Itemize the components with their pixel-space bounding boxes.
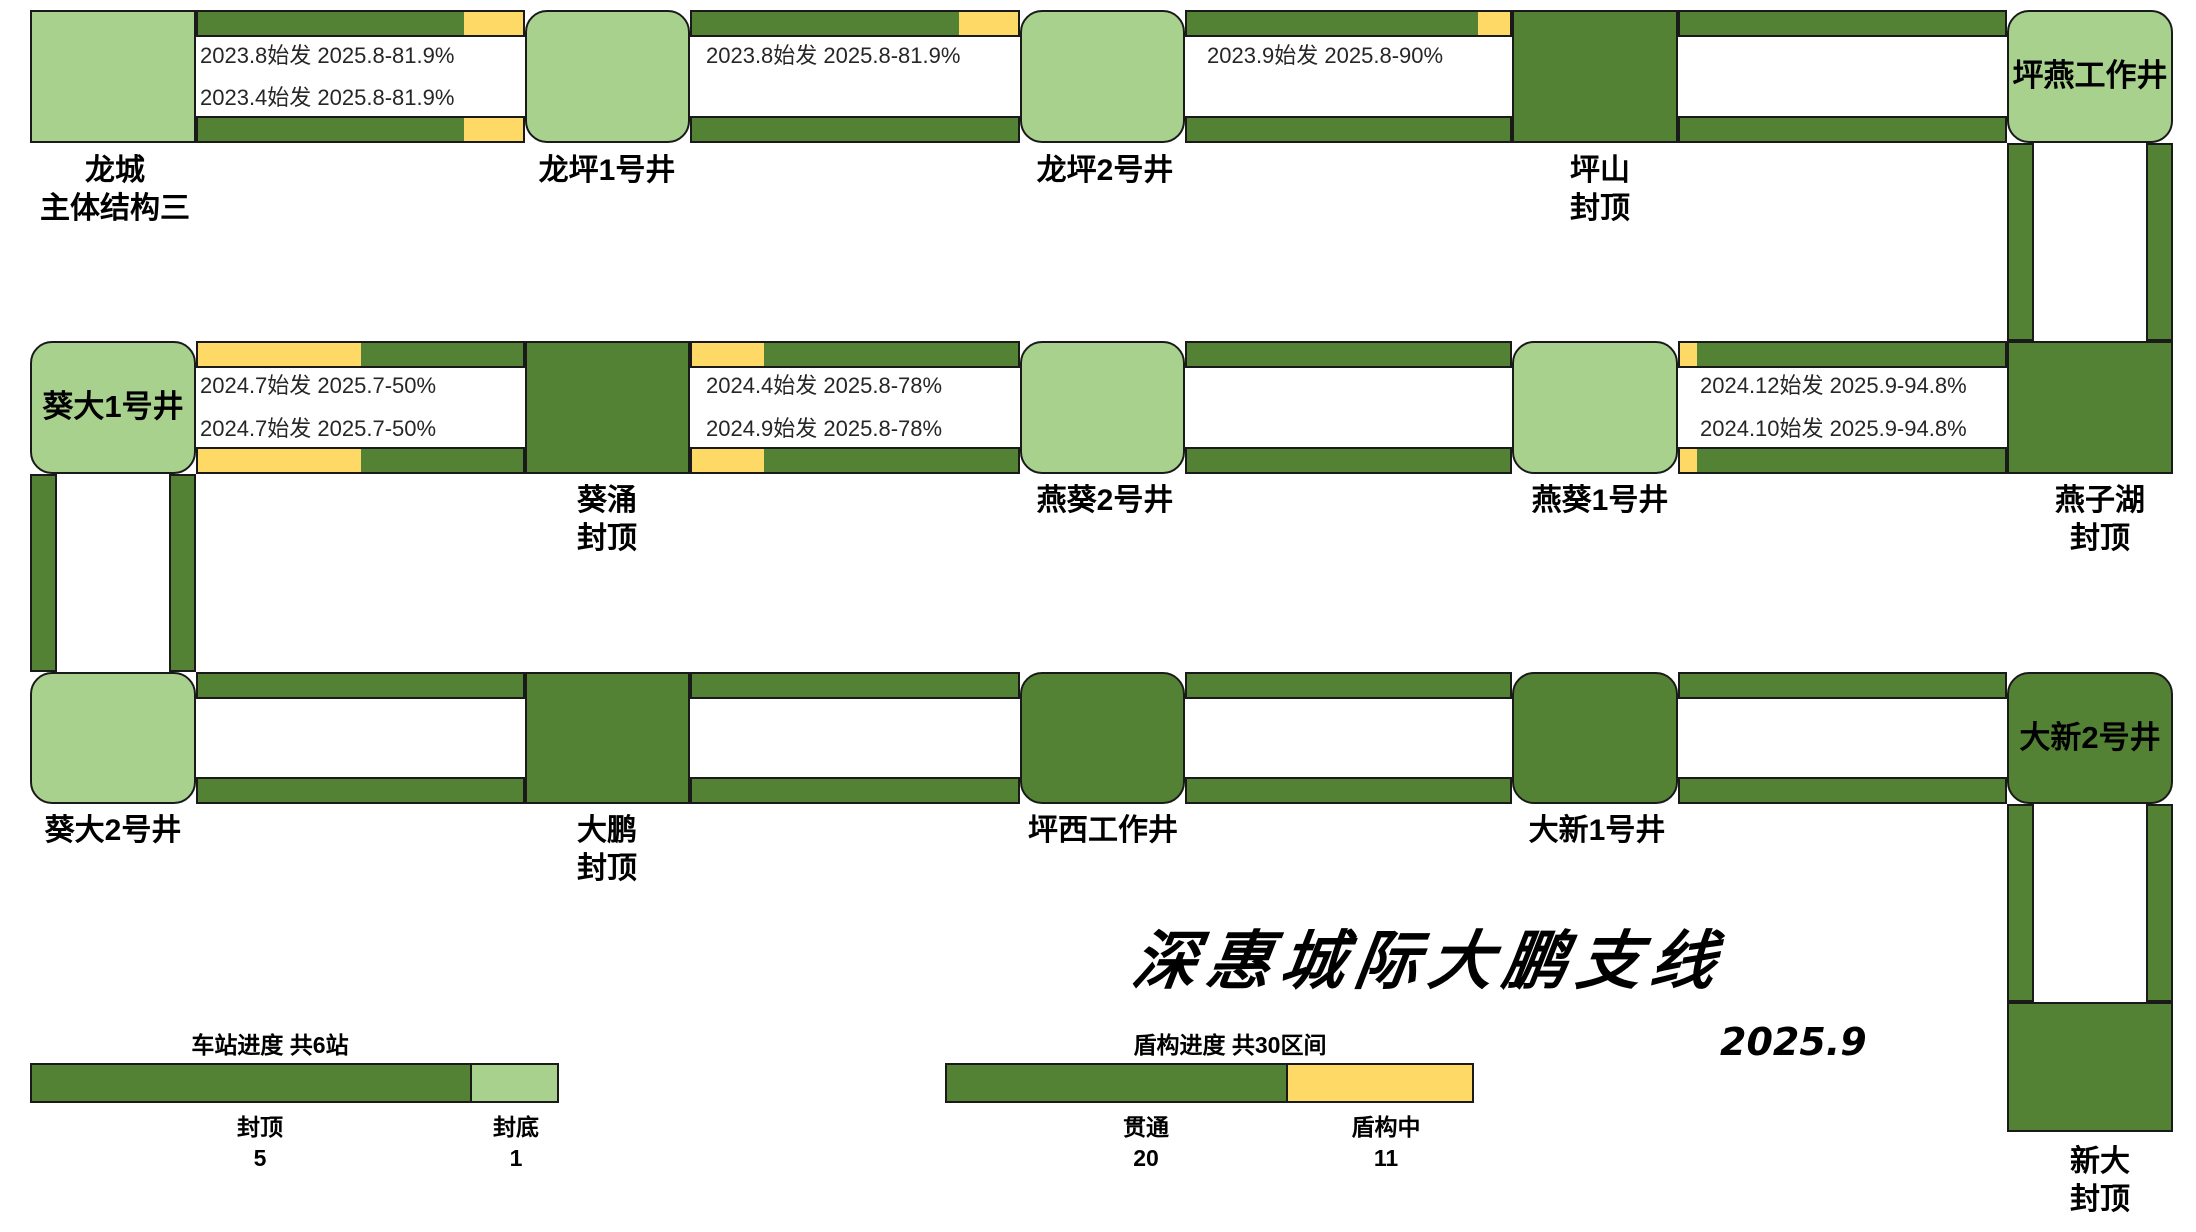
tunnel-s14-upper	[1678, 672, 2007, 699]
shaft-kuida1-label: 葵大1号井	[42, 389, 184, 425]
tunnel-s13-lower	[1185, 777, 1512, 804]
tunnel-s6-lower	[196, 447, 525, 474]
legend-shield-caption: 盾构进度 共30区间	[1133, 1032, 1327, 1058]
station-yanzihu	[2007, 341, 2173, 474]
tunnel-s8-lower	[1185, 447, 1512, 474]
label-kuida2: 葵大2号井	[44, 814, 182, 847]
note-s2-upper: 2023.8始发 2025.8-81.9%	[706, 43, 961, 68]
station-pingshan	[1512, 10, 1678, 143]
note-s7-lower: 2024.9始发 2025.8-78%	[706, 416, 943, 441]
legend-station-roof-segment	[32, 1065, 470, 1101]
tunnel-s6-upper	[196, 341, 525, 368]
station-dapeng	[525, 672, 690, 804]
tunnel-s8-upper	[1185, 341, 1512, 368]
shaft-daxin2: 大新2号井	[2007, 672, 2173, 804]
shaft-yankui2	[1020, 341, 1185, 474]
tunnel-s12-upper	[690, 672, 1020, 699]
tunnel-s3-lower	[1185, 116, 1512, 143]
tunnel-s4-upper	[1678, 10, 2007, 37]
tunnel-s3-upper	[1185, 10, 1512, 37]
diagram-title: 深惠城际大鹏支线	[1127, 924, 1731, 999]
station-longcheng	[30, 10, 196, 143]
tunnel-s9-upper	[1678, 341, 2007, 368]
label-xinda: 新大 封顶	[2070, 1145, 2130, 1216]
legend-shield-through-label: 贯通	[1123, 1114, 1169, 1140]
label-yanzihu: 燕子湖 封顶	[2055, 484, 2145, 555]
shaft-longping2	[1020, 10, 1185, 143]
legend-station-caption: 车站进度 共6站	[191, 1032, 349, 1058]
legend-station-bottom-text: 封底 1	[436, 1112, 596, 1174]
note-s7-upper: 2024.4始发 2025.8-78%	[706, 373, 943, 398]
tunnel-s7-upper	[690, 341, 1020, 368]
label-longping1: 龙坪1号井	[538, 154, 676, 187]
shaft-daxin2-label: 大新2号井	[2019, 719, 2161, 755]
tunnel-s2-lower	[690, 116, 1020, 143]
shaft-kuida1: 葵大1号井	[30, 341, 196, 474]
shaft-yankui1	[1512, 341, 1678, 474]
legend-shield-boring-text: 盾构中 11	[1306, 1112, 1466, 1174]
note-s1-upper: 2023.8始发 2025.8-81.9%	[200, 43, 455, 68]
label-pingxi-work: 坪西工作井	[1028, 814, 1178, 847]
note-s9-upper: 2024.12始发 2025.9-94.8%	[1700, 373, 1967, 398]
tunnel-s5v-right	[2146, 143, 2173, 341]
tunnel-s13-upper	[1185, 672, 1512, 699]
legend-shield-boring-count: 11	[1373, 1145, 1399, 1171]
tunnel-s2-upper	[690, 10, 1020, 37]
tunnel-s14-lower	[1678, 777, 2007, 804]
legend-station-bottom-label: 封底	[493, 1114, 539, 1140]
label-yankui2: 燕葵2号井	[1036, 484, 1174, 517]
label-longcheng: 龙城 主体结构三	[40, 154, 190, 225]
legend-shield-through-text: 贯通 20	[1066, 1112, 1226, 1174]
label-yankui1: 燕葵1号井	[1531, 484, 1669, 517]
legend-station-bottom-count: 1	[509, 1145, 523, 1171]
note-s3-upper: 2023.9始发 2025.8-90%	[1207, 43, 1444, 68]
label-daxin1: 大新1号井	[1528, 814, 1666, 847]
diagram-date: 2025.9	[1720, 1020, 1867, 1064]
tunnel-s10v-left	[30, 474, 57, 672]
tunnel-s5v-left	[2007, 143, 2034, 341]
station-kuichong	[525, 341, 690, 474]
tunnel-s1-lower	[196, 116, 525, 143]
legend-station-bottom-segment	[469, 1065, 557, 1101]
shaft-pingyan-work-label: 坪燕工作井	[2012, 58, 2168, 94]
shaft-pingyan-work: 坪燕工作井	[2007, 10, 2173, 143]
shaft-kuida2	[30, 672, 196, 804]
station-xinda	[2007, 1002, 2173, 1132]
tunnel-s10v-right	[169, 474, 196, 672]
tunnel-s12-lower	[690, 777, 1020, 804]
label-longping2: 龙坪2号井	[1036, 154, 1174, 187]
tunnel-s11-lower	[196, 777, 525, 804]
note-s9-lower: 2024.10始发 2025.9-94.8%	[1700, 416, 1967, 441]
tunnel-s11-upper	[196, 672, 525, 699]
legend-station-roof-count: 5	[253, 1145, 267, 1171]
shaft-longping1	[525, 10, 690, 143]
shaft-daxin1	[1512, 672, 1678, 804]
legend-station-roof-text: 封顶 5	[180, 1112, 340, 1174]
tunnel-s1-upper	[196, 10, 525, 37]
label-dapeng: 大鹏 封顶	[577, 814, 637, 885]
legend-shield-bar	[945, 1063, 1474, 1103]
legend-shield-through-segment	[947, 1065, 1286, 1101]
tunnel-s7-lower	[690, 447, 1020, 474]
label-pingshan: 坪山 封顶	[1570, 154, 1630, 225]
legend-shield-boring-segment	[1285, 1065, 1472, 1101]
tunnel-s15v-right	[2146, 804, 2173, 1002]
legend-shield-through-count: 20	[1133, 1145, 1159, 1171]
label-kuichong: 葵涌 封顶	[577, 484, 637, 555]
legend-station-roof-label: 封顶	[237, 1114, 283, 1140]
note-s1-lower: 2023.4始发 2025.8-81.9%	[200, 85, 455, 110]
legend-station-bar	[30, 1063, 559, 1103]
note-s6-upper: 2024.7始发 2025.7-50%	[200, 373, 437, 398]
tunnel-s9-lower	[1678, 447, 2007, 474]
note-s6-lower: 2024.7始发 2025.7-50%	[200, 416, 437, 441]
shaft-pingxi-work	[1020, 672, 1185, 804]
tunnel-s4-lower	[1678, 116, 2007, 143]
legend-shield-boring-label: 盾构中	[1351, 1114, 1421, 1140]
tunnel-s15v-left	[2007, 804, 2034, 1002]
